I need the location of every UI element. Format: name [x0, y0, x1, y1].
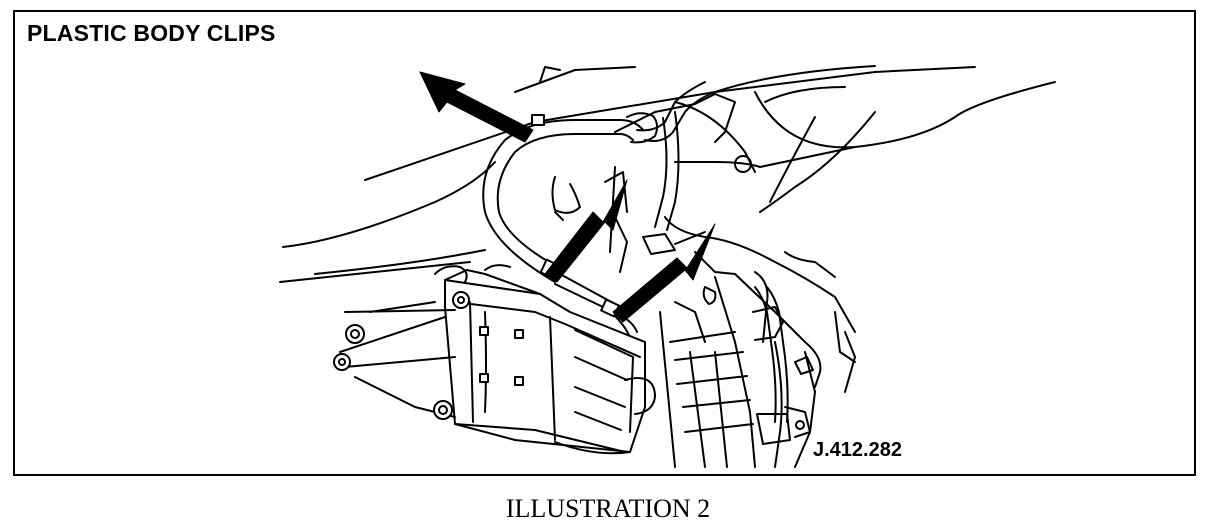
figure-title: PLASTIC BODY CLIPS [27, 20, 276, 46]
illustration-frame: PLASTIC BODY CLIPS J.412.282 [13, 10, 1196, 476]
line-drawing [279, 65, 1056, 468]
arrows [419, 71, 716, 323]
figure-code: J.412.282 [813, 439, 902, 461]
canister [333, 264, 656, 455]
top-clip-arrow [419, 71, 534, 143]
figure-caption: ILLUSTRATION 2 [505, 494, 711, 523]
hose-clips [531, 114, 620, 318]
lower-clip-arrow [612, 223, 716, 323]
middle-clip-arrow [544, 179, 628, 283]
body-structure [279, 65, 1056, 468]
